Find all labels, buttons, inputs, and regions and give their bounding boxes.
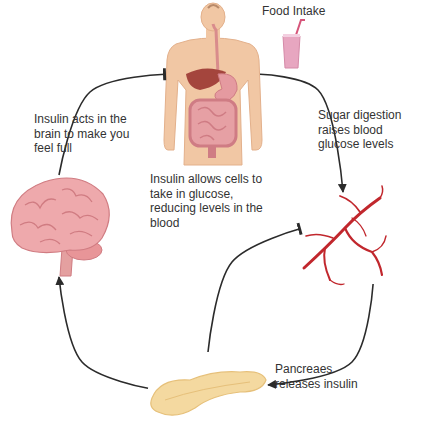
edge-label: Sugar digestion raises blood glucose lev…	[318, 108, 418, 152]
brain-node	[5, 175, 113, 277]
blood-vessels	[304, 186, 386, 285]
food-intake-node: Food Intake	[165, 0, 260, 165]
brain-illustration	[11, 178, 109, 276]
edge-label: Insulin allows cells to take in glucose,…	[150, 172, 272, 231]
node-label: Food Intake	[262, 4, 352, 19]
pancreas-node: Pancreaes releases insulin	[148, 352, 268, 418]
blood-vessel-node	[300, 192, 386, 284]
edge-label: Insulin acts in the brain to make you fe…	[34, 112, 146, 156]
drink-glass	[283, 20, 305, 68]
person-illustration	[164, 3, 262, 165]
flow-arrow	[59, 277, 148, 388]
node-label: Pancreaes releases insulin	[275, 362, 380, 391]
pancreas-illustration	[151, 372, 266, 416]
inhibition-arrow	[208, 229, 300, 352]
